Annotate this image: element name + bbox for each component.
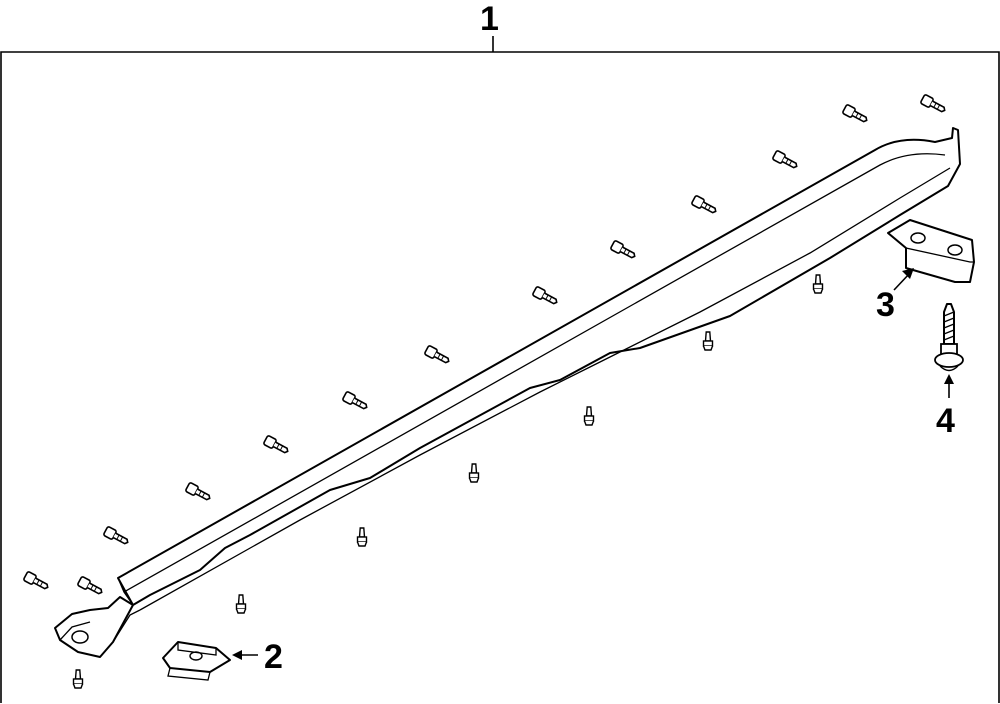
upper-clip-fasteners bbox=[22, 93, 948, 598]
rocker-molding bbox=[54, 127, 961, 658]
callout-4: 4 bbox=[936, 402, 955, 440]
callout-2: 2 bbox=[264, 638, 283, 676]
callout-3: 3 bbox=[876, 286, 895, 324]
lower-push-pins bbox=[72, 274, 824, 689]
nut-clip-part bbox=[162, 641, 258, 681]
screw-part bbox=[934, 303, 964, 398]
bracket-part bbox=[887, 219, 975, 291]
callout-1: 1 bbox=[480, 0, 499, 38]
